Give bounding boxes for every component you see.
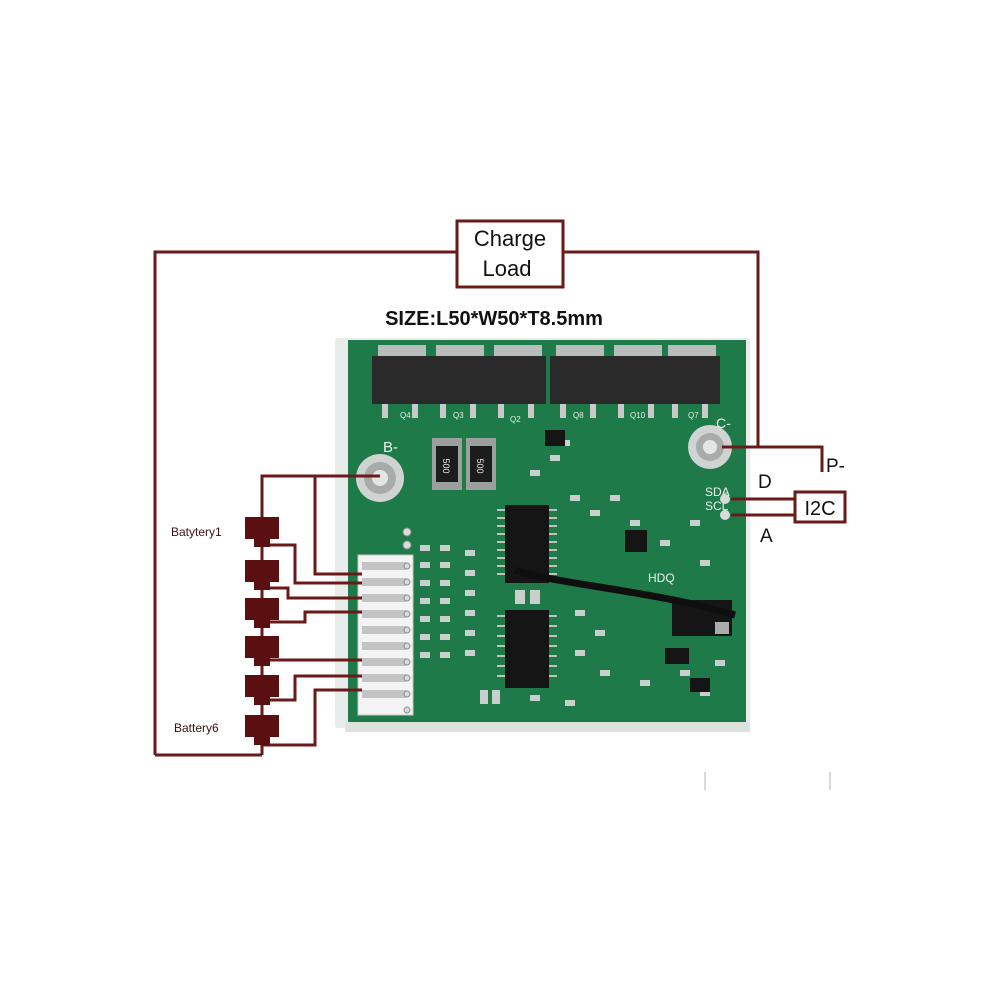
d-label: D — [758, 472, 772, 493]
shunt-resistors: 500 500 — [432, 438, 496, 490]
shunt-label: 500 — [441, 458, 451, 473]
battery-cell — [245, 715, 279, 745]
battery-cell — [245, 675, 279, 705]
balance-wire — [262, 543, 362, 585]
battery-first-label: Batytery1 — [171, 525, 222, 539]
battery-cell — [245, 598, 279, 628]
mosfet — [372, 345, 430, 418]
mosfet — [662, 345, 720, 418]
mosfet-label: Q4 — [400, 411, 411, 420]
p-minus-label: P- — [826, 456, 845, 477]
mosfet-row — [372, 345, 720, 418]
load-loop-wire — [153, 250, 457, 755]
a-label: A — [760, 526, 773, 547]
small-ics — [545, 430, 710, 692]
mosfet — [550, 345, 608, 418]
i2c-box: I2C — [793, 490, 847, 524]
charge-load-box: Charge Load — [455, 219, 565, 289]
mosfet-label: Q8 — [573, 411, 584, 420]
b-minus-terminal — [356, 454, 404, 502]
mosfet-label: Q7 — [688, 411, 699, 420]
size-label: SIZE:L50*W50*T8.5mm — [385, 308, 603, 330]
b-minus-branch — [313, 476, 362, 576]
p-minus-wire — [722, 445, 824, 472]
shunt-label: 500 — [475, 458, 485, 473]
battery-cell — [245, 560, 279, 590]
ic-lower — [497, 610, 557, 688]
pcb-board: Q4 Q3 Q2 Q8 Q10 Q7 500 500 B- C- — [335, 338, 750, 732]
balance-wire — [262, 688, 362, 747]
c-minus-label: C- — [716, 415, 731, 431]
load-label: Load — [483, 256, 532, 281]
balance-wire — [262, 586, 362, 600]
smd-components — [420, 440, 725, 706]
sda-pad — [720, 494, 730, 504]
mosfet — [488, 345, 546, 418]
balance-wire — [262, 674, 362, 702]
battery-last-label: Battery6 — [174, 721, 219, 735]
hdq-label: HDQ — [648, 571, 675, 585]
mosfet-designators: Q4 Q3 Q2 Q8 Q10 Q7 — [400, 411, 699, 424]
mosfet-label: Q2 — [510, 415, 521, 424]
battery-stack — [245, 517, 279, 745]
battery-cell — [245, 636, 279, 666]
i2c-label: I2C — [804, 498, 835, 520]
pcb-bottom-edge — [345, 722, 750, 732]
mosfet-label: Q3 — [453, 411, 464, 420]
c-minus-terminal — [688, 425, 732, 469]
mosfet-label: Q10 — [630, 411, 646, 420]
battery-cell — [245, 517, 279, 547]
mosfet — [430, 345, 488, 418]
b-minus-label: B- — [383, 439, 398, 456]
mosfet — [608, 345, 666, 418]
charge-label: Charge — [474, 226, 546, 251]
scl-pad — [720, 510, 730, 520]
balance-connector — [357, 527, 414, 716]
bodge-wire — [513, 566, 736, 619]
balance-wire — [262, 610, 362, 624]
